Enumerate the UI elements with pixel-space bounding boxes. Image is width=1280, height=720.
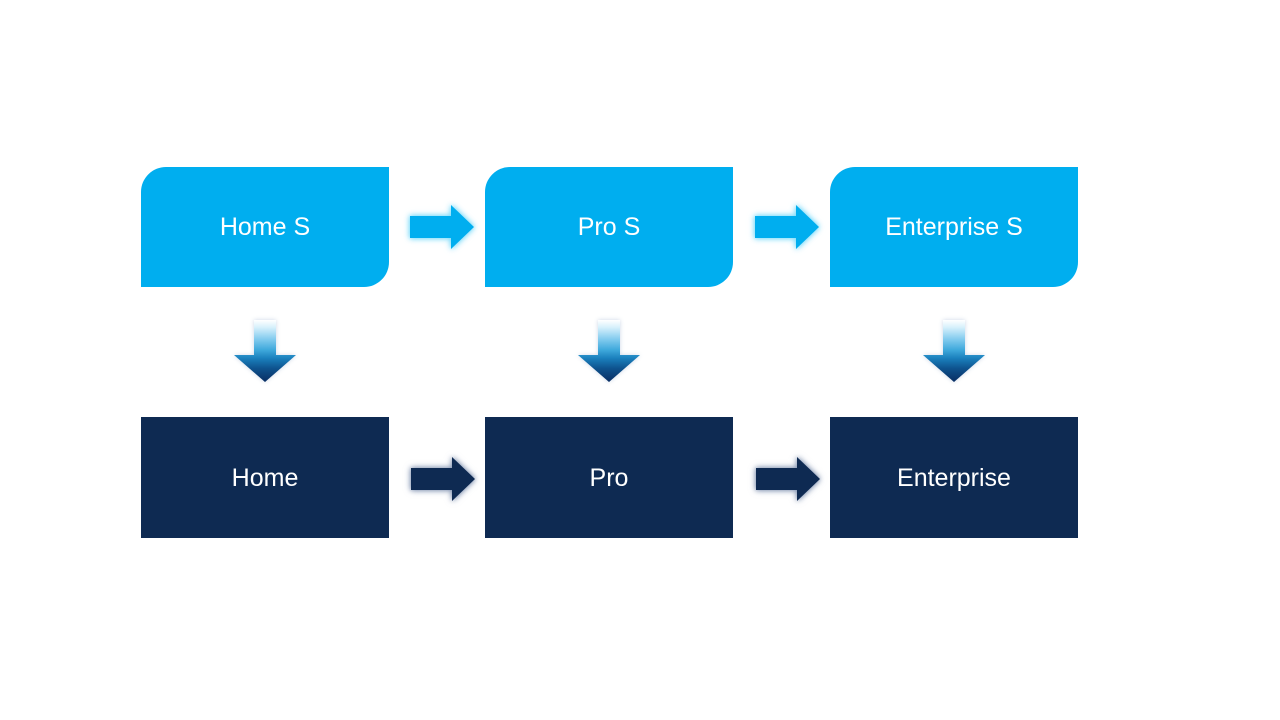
node-home: Home <box>141 417 389 538</box>
right-arrow-icon <box>410 204 475 250</box>
node-enterprise-s: Enterprise S <box>830 167 1078 287</box>
node-enterprise-label: Enterprise <box>897 463 1011 492</box>
node-home-label: Home <box>231 463 299 492</box>
node-enterprise-s-label: Enterprise S <box>885 213 1023 241</box>
node-pro-label: Pro <box>589 463 629 492</box>
down-arrow-icon <box>233 320 297 383</box>
node-pro-s-label: Pro S <box>577 213 641 241</box>
node-pro-s: Pro S <box>485 167 733 287</box>
right-arrow-icon <box>411 456 476 502</box>
down-arrow-icon <box>577 320 641 383</box>
right-arrow-icon <box>756 456 821 502</box>
node-enterprise: Enterprise <box>830 417 1078 538</box>
node-home-s: Home S <box>141 167 389 287</box>
node-home-s-label: Home S <box>219 213 311 241</box>
right-arrow-icon <box>755 204 820 250</box>
down-arrow-icon <box>922 320 986 383</box>
node-pro: Pro <box>485 417 733 538</box>
